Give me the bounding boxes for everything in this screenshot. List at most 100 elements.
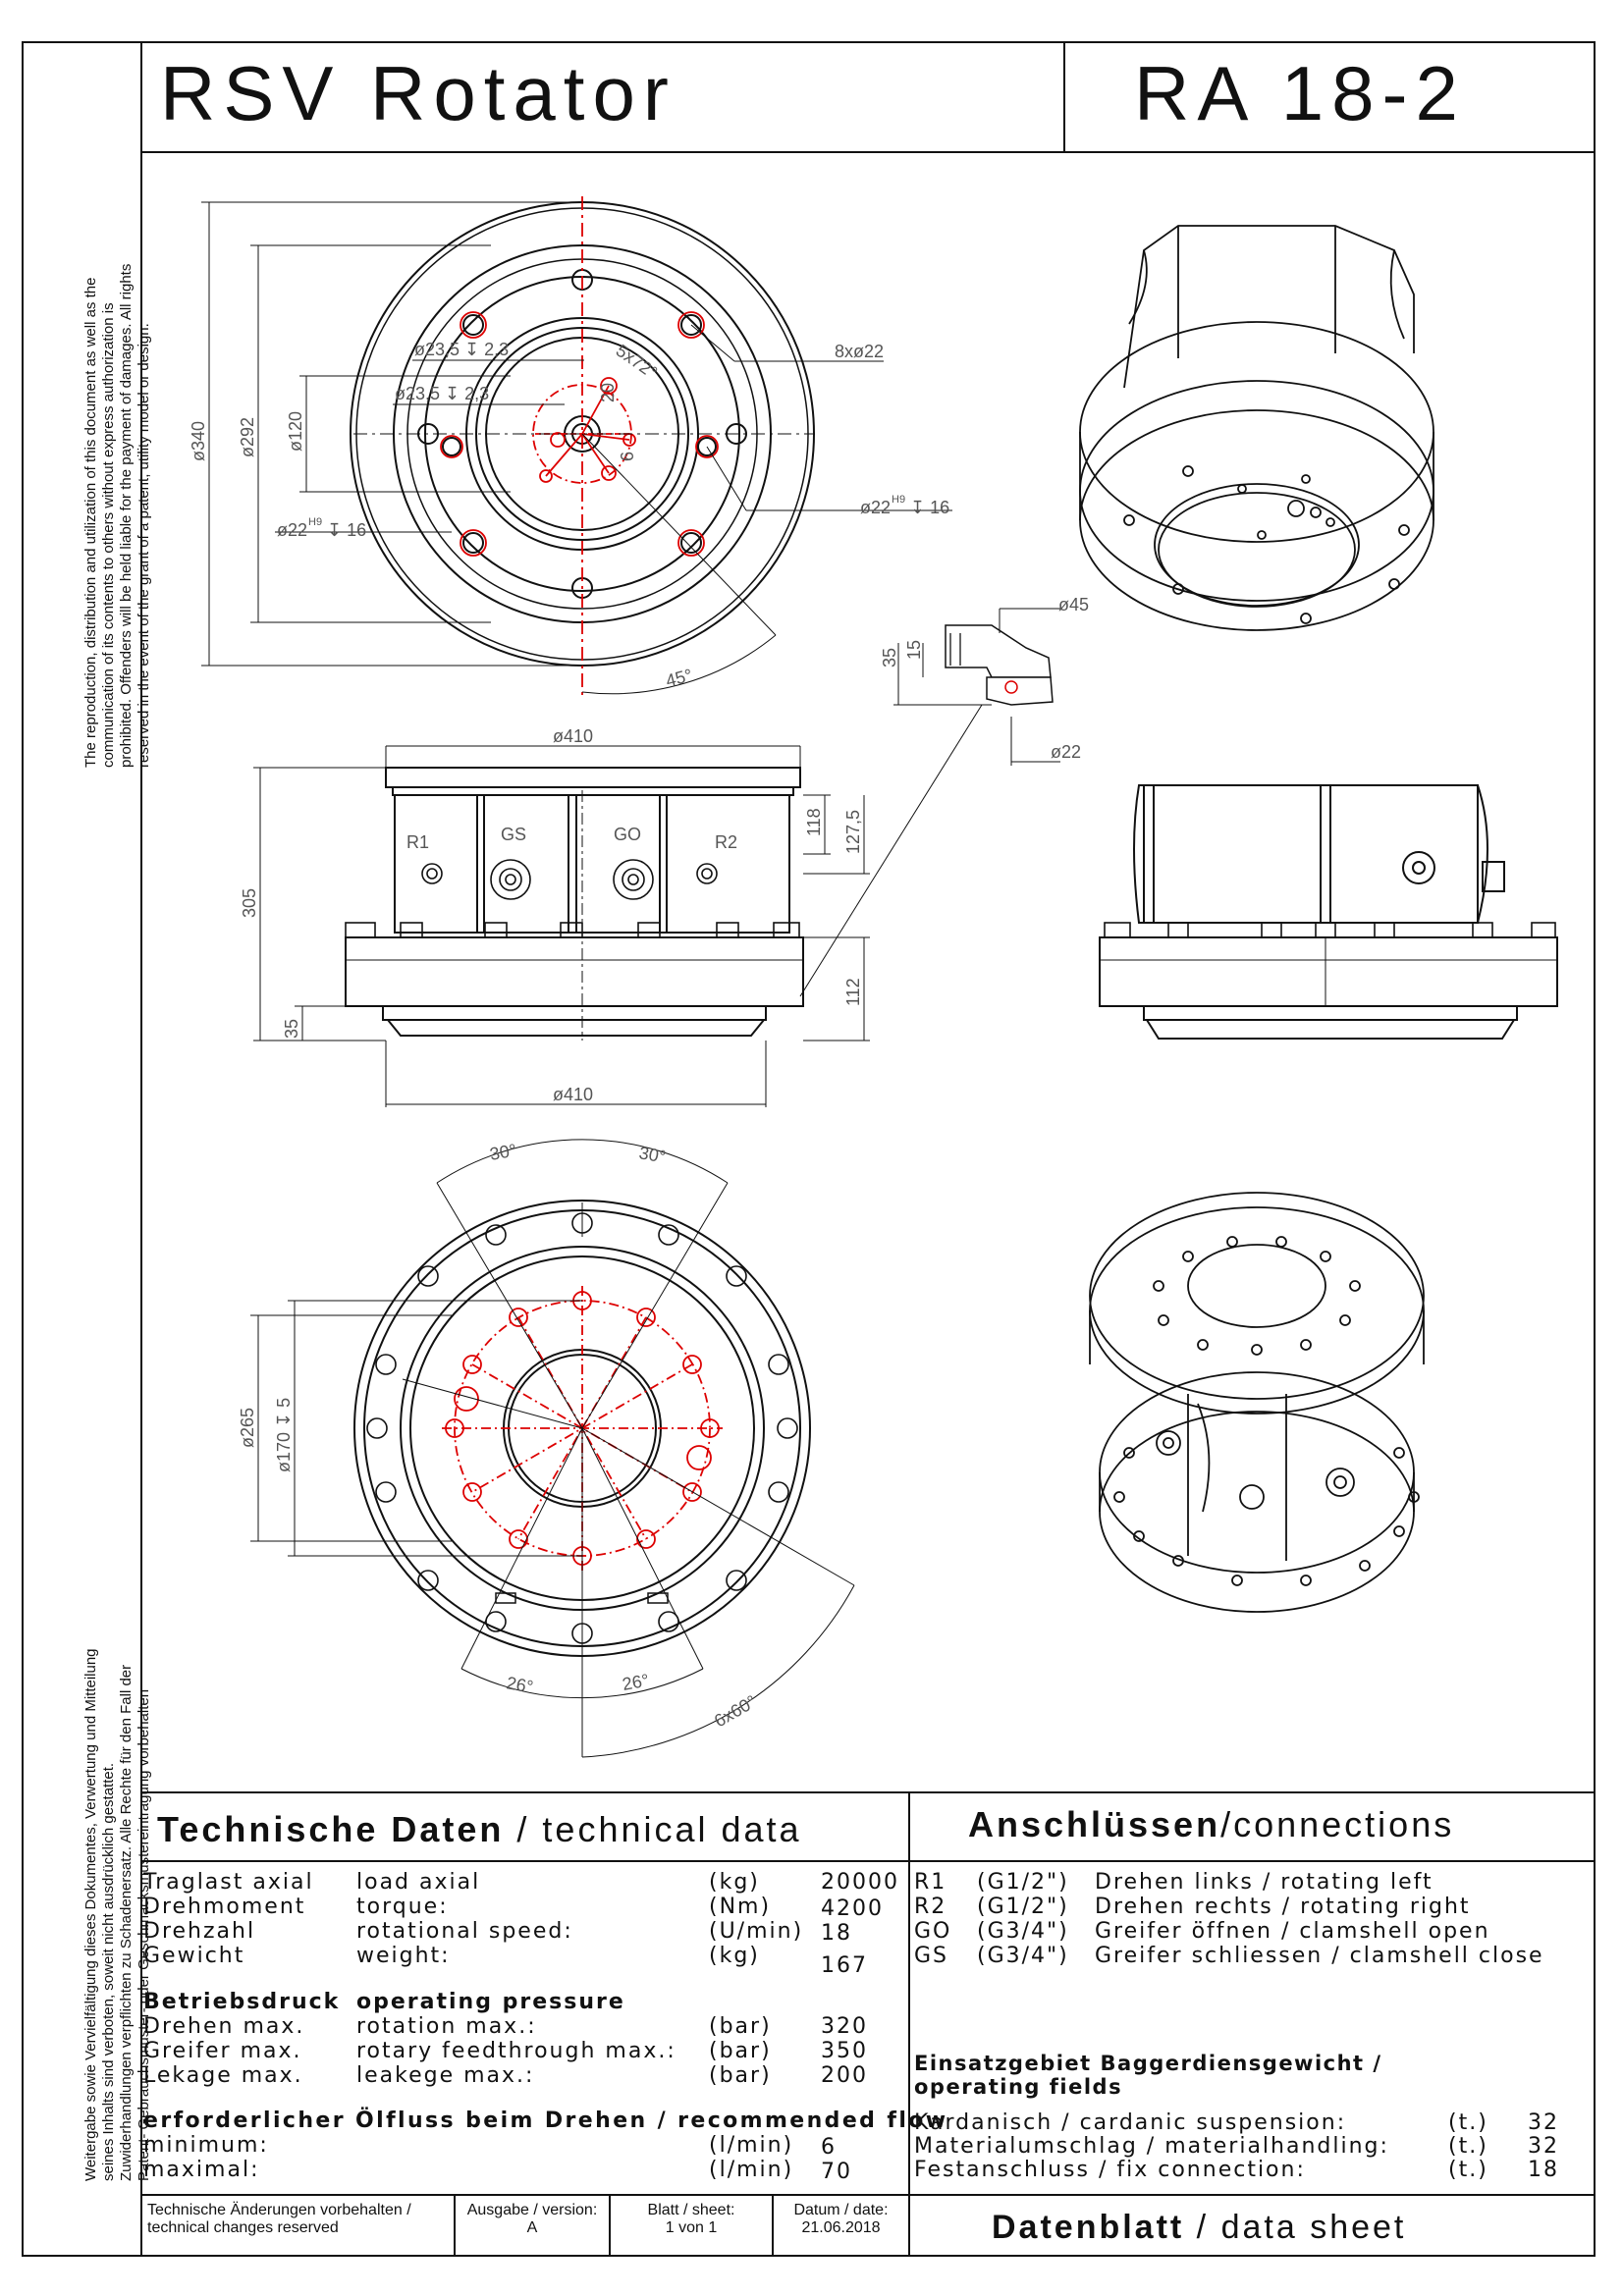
tech-row-value: 4200: [821, 1896, 884, 1921]
dim-26-right: 26°: [621, 1671, 650, 1694]
field-row-desc: Materialumschlag / materialhandling:: [914, 2134, 1389, 2159]
dim-d235b: ø23,5 ↧ 2,3: [395, 384, 489, 403]
dim-6x60: 6x60°: [711, 1691, 760, 1731]
bottom-view: [250, 1139, 855, 1758]
connections-header: Anschlüssen/connections: [968, 1804, 1455, 1844]
tech-row-unit: (kg): [709, 1870, 760, 1895]
dim-d235a: ø23,5 ↧ 2,3: [414, 340, 509, 359]
dim-45: 45°: [664, 665, 694, 690]
changes-note: Technische Änderungen vorbehalten /techn…: [147, 2202, 411, 2236]
field-row-unit: (t.): [1448, 2110, 1488, 2135]
tech-row-de: Traglast axial: [143, 1870, 314, 1895]
connection-size: (G1/2"): [977, 1895, 1069, 1919]
tech-row-de: Drehmoment: [143, 1895, 306, 1919]
field-row-value: 32: [1528, 2134, 1559, 2159]
iso-view-bottom: [1089, 1192, 1425, 1613]
version-cell: Ausgabe / version:A: [466, 2202, 598, 2236]
dim-d170: ø170 ↧ 5: [274, 1398, 294, 1472]
tech-row-unit: (kg): [709, 1944, 760, 1968]
flow-row-value: 6: [821, 2135, 837, 2160]
tech-row-en: load axial: [356, 1870, 481, 1895]
field-row-unit: (t.): [1448, 2158, 1488, 2182]
port-label-gs: GS: [501, 825, 526, 844]
dim-35b: 35: [282, 1019, 301, 1039]
side-view-right: [1099, 784, 1558, 1040]
pressure-row-value: 320: [821, 2014, 868, 2039]
pressure-row-en: rotation max.:: [356, 2014, 537, 2039]
dim-d292: ø292: [238, 417, 257, 457]
pressure-row-en: rotary feedthrough max.:: [356, 2039, 676, 2063]
footer-line: [140, 2194, 1596, 2196]
tech-row-de: Gewicht: [143, 1944, 245, 1968]
dim-16-right: ↧ 16: [910, 498, 949, 517]
flow-row-de: minimum:: [143, 2133, 269, 2158]
dim-26-left: 26°: [505, 1673, 534, 1696]
flow-row-unit: (l/min): [709, 2133, 794, 2158]
connection-desc: Greifer öffnen / clamshell open: [1095, 1919, 1490, 1944]
dim-127-5: 127,5: [843, 810, 863, 854]
pressure-row-de: Lekage max.: [143, 2063, 303, 2088]
connection-desc: Greifer schliessen / clamshell close: [1095, 1944, 1544, 1968]
field-row-desc: Kardanisch / cardanic suspension:: [914, 2110, 1347, 2135]
top-view: [201, 196, 952, 697]
dim-d45: ø45: [1058, 595, 1089, 614]
product-title: RSV Rotator: [160, 50, 676, 136]
dim-30-right: 30°: [637, 1143, 667, 1166]
operating-fields-header: Einsatzgebiet Baggerdiensgewicht /: [914, 2052, 1382, 2075]
connection-code: R2: [914, 1895, 947, 1919]
dim-h9-right: H9: [892, 494, 905, 506]
detail-view: [799, 608, 1060, 997]
dim-d410-bottom: ø410: [553, 1085, 593, 1104]
connection-size: (G3/4"): [977, 1944, 1069, 1968]
connection-size: (G3/4"): [977, 1919, 1069, 1944]
dim-16-left: ↧ 16: [327, 520, 366, 540]
connection-code: GS: [914, 1944, 949, 1968]
dim-d120: ø120: [286, 411, 305, 452]
dim-35: 35: [880, 648, 899, 667]
pressure-row-en: leakege max.:: [356, 2063, 535, 2088]
dim-d22-right: ø22: [860, 498, 891, 517]
tech-row-de: Drehzahl: [143, 1919, 256, 1944]
flow-row-unit: (l/min): [709, 2158, 794, 2182]
iso-view-top: [1079, 225, 1434, 631]
table-middle-divider: [908, 1791, 910, 2257]
pressure-row-unit: (bar): [709, 2063, 772, 2088]
operating-fields-subheader: operating fields: [914, 2075, 1123, 2099]
tech-row-unit: (Nm): [709, 1895, 772, 1919]
dim-d340: ø340: [189, 421, 208, 461]
margin-column: [22, 41, 140, 2257]
side-view: [253, 745, 870, 1107]
pressure-row-value: 350: [821, 2039, 868, 2063]
flow-row-value: 70: [821, 2160, 852, 2184]
pressure-row-de: Drehen max.: [143, 2014, 305, 2039]
field-row-value: 18: [1528, 2158, 1559, 2182]
sheet-cell: Blatt / sheet:1 von 1: [647, 2202, 735, 2236]
tech-row-en: weight:: [356, 1944, 451, 1968]
connection-desc: Drehen links / rotating left: [1095, 1870, 1434, 1895]
tech-row-value: 18: [821, 1921, 852, 1946]
dim-30-left: 30°: [488, 1141, 517, 1164]
drawing-frame: [140, 41, 1596, 2257]
title-divider: [1063, 41, 1065, 151]
footer-div-2: [609, 2194, 611, 2257]
datasheet-label: Datenblatt / data sheet: [992, 2209, 1407, 2246]
dim-d410-top: ø410: [553, 726, 593, 746]
tech-data-header: Technische Daten / technical data: [157, 1809, 802, 1849]
table-header-line: [140, 1860, 1596, 1862]
field-row-desc: Festanschluss / fix connection:: [914, 2158, 1306, 2182]
connection-code: GO: [914, 1919, 952, 1944]
dim-d22-b: ø22: [1051, 742, 1081, 762]
tech-row-value: 20000: [821, 1870, 899, 1895]
pressure-row-unit: (bar): [709, 2014, 772, 2039]
tech-row-en: rotational speed:: [356, 1919, 573, 1944]
field-row-value: 32: [1528, 2110, 1559, 2135]
dim-15: 15: [904, 640, 924, 660]
connection-code: R1: [914, 1870, 947, 1895]
port-label-r1: R1: [406, 832, 429, 852]
dim-305: 305: [240, 888, 259, 918]
dim-d22-left: ø22: [277, 520, 307, 540]
model-title: RA 18-2: [1134, 50, 1466, 136]
table-top-line: [140, 1791, 1596, 1793]
title-block: RSV Rotator RA 18-2: [140, 41, 1596, 153]
date-cell: Datum / date:21.06.2018: [793, 2202, 889, 2236]
